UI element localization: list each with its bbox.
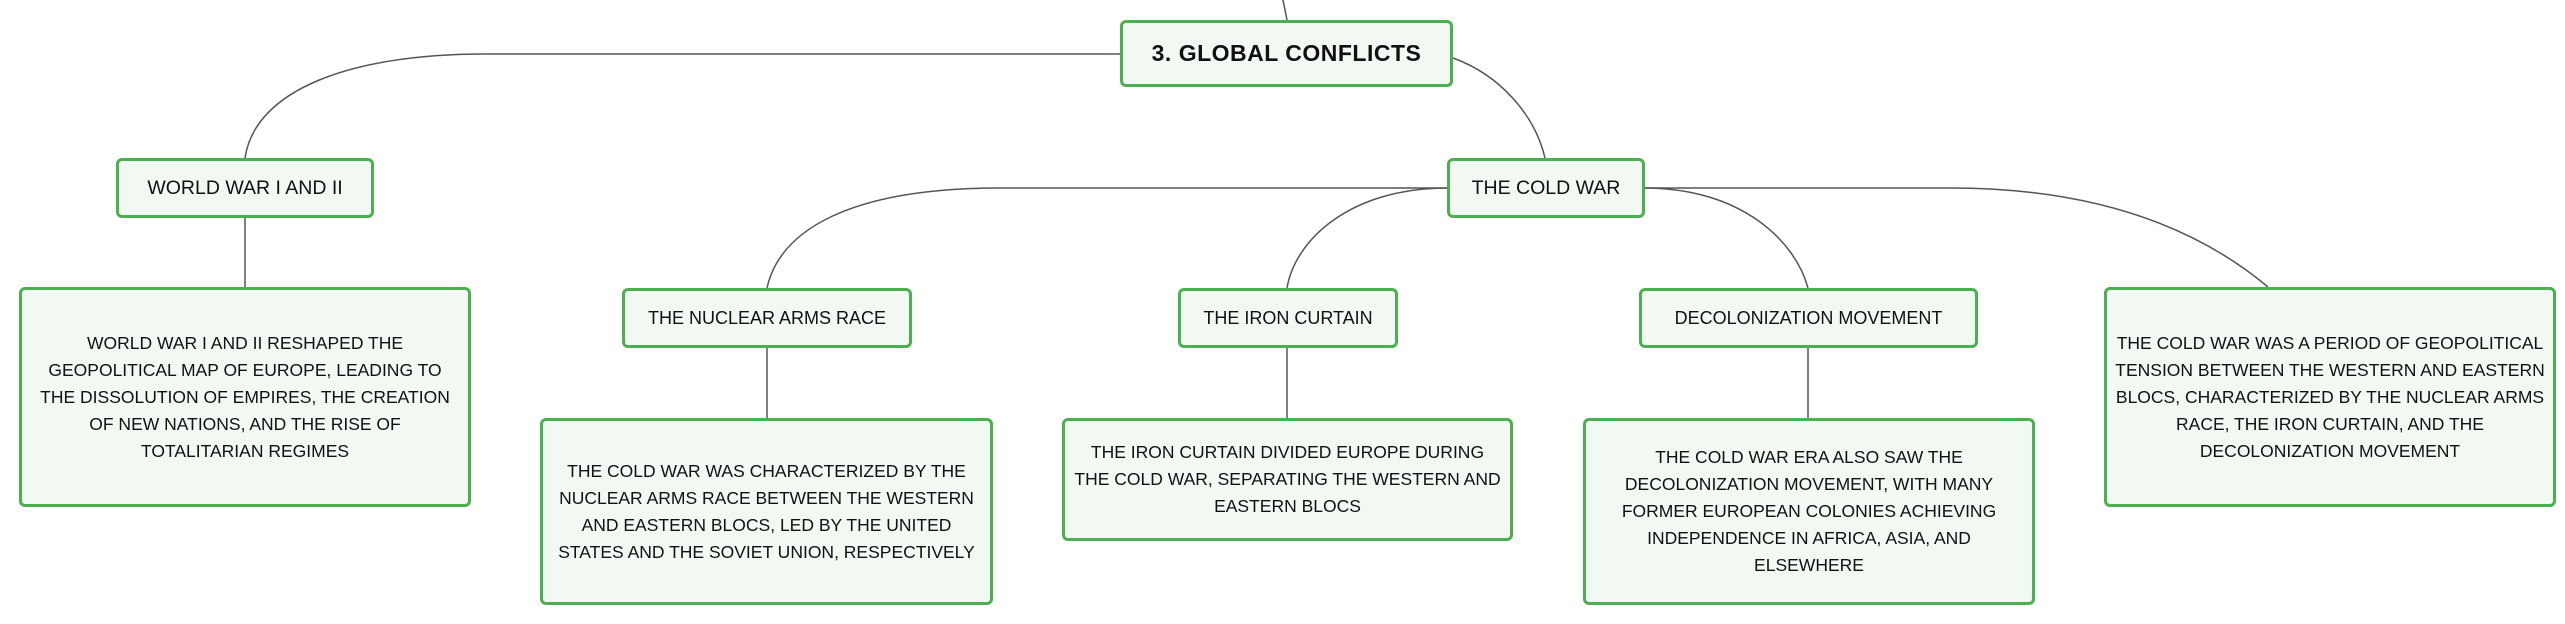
- iron-curtain-label: THE IRON CURTAIN: [1203, 307, 1373, 328]
- nuclear-arms-race-description-node[interactable]: THE COLD WAR WAS CHARACTERIZED BY THE NU…: [540, 418, 993, 605]
- decolonization-description: THE COLD WAR ERA ALSO SAW THE DECOLONIZA…: [1621, 447, 1997, 575]
- iron-curtain-description: THE IRON CURTAIN DIVIDED EUROPE DURING T…: [1074, 442, 1501, 516]
- cold-war-label: THE COLD WAR: [1471, 176, 1621, 199]
- iron-curtain-description-node[interactable]: THE IRON CURTAIN DIVIDED EUROPE DURING T…: [1062, 418, 1513, 541]
- iron-curtain-node[interactable]: THE IRON CURTAIN: [1178, 288, 1398, 348]
- nuclear-arms-race-node[interactable]: THE NUCLEAR ARMS RACE: [622, 288, 912, 348]
- cold-war-description-node[interactable]: THE COLD WAR WAS A PERIOD OF GEOPOLITICA…: [2104, 287, 2556, 507]
- connector-root-cold-war: [1452, 57, 1546, 159]
- world-wars-description-node[interactable]: WORLD WAR I AND II RESHAPED THE GEOPOLIT…: [19, 287, 471, 507]
- connector-cold-war-summary: [1645, 187, 2269, 288]
- cold-war-node[interactable]: THE COLD WAR: [1447, 158, 1645, 218]
- root-node[interactable]: 3. GLOBAL CONFLICTS: [1120, 20, 1453, 87]
- decolonization-node[interactable]: DECOLONIZATION MOVEMENT: [1639, 288, 1978, 348]
- connector-root-parent: [1282, 0, 1288, 21]
- decolonization-description-node[interactable]: THE COLD WAR ERA ALSO SAW THE DECOLONIZA…: [1583, 418, 2035, 605]
- world-wars-description: WORLD WAR I AND II RESHAPED THE GEOPOLIT…: [40, 332, 450, 461]
- world-wars-label: WORLD WAR I AND II: [147, 176, 343, 199]
- connector-root-world-wars: [244, 53, 1120, 159]
- decolonization-label: DECOLONIZATION MOVEMENT: [1674, 307, 1943, 328]
- cold-war-description: THE COLD WAR WAS A PERIOD OF GEOPOLITICA…: [2115, 332, 2545, 461]
- nuclear-arms-race-description: THE COLD WAR WAS CHARACTERIZED BY THE NU…: [558, 460, 975, 562]
- connector-cold-war-decolonization: [1644, 187, 1809, 289]
- connector-cold-war-iron: [1286, 187, 1448, 289]
- root-label: 3. GLOBAL CONFLICTS: [1151, 40, 1422, 66]
- world-wars-node[interactable]: WORLD WAR I AND II: [116, 158, 374, 218]
- connector-cold-war-nuclear: [766, 187, 1447, 289]
- nuclear-arms-race-label: THE NUCLEAR ARMS RACE: [647, 307, 887, 328]
